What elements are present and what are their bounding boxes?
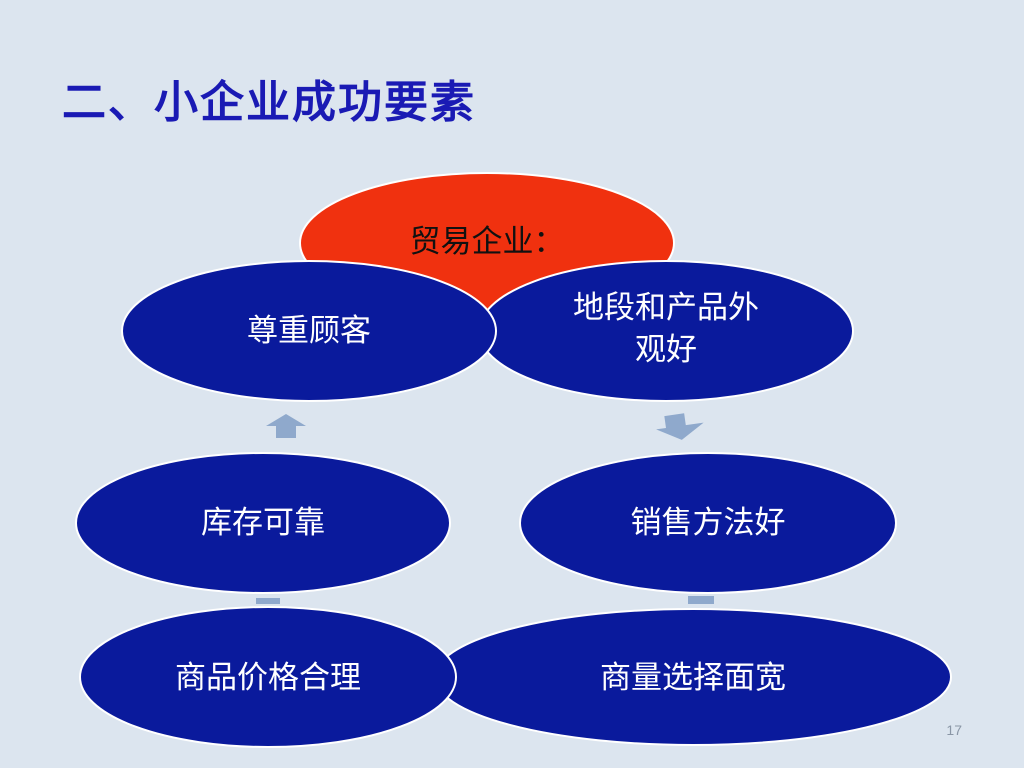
slide-title: 二、小企业成功要素 bbox=[62, 77, 476, 128]
node-price-label: 商品价格合理 bbox=[175, 660, 361, 696]
arrow-price-to-inventory bbox=[256, 598, 280, 604]
node-location-label-line1: 地段和产品外 bbox=[573, 290, 759, 326]
node-location: 地段和产品外 观好 bbox=[478, 260, 854, 402]
node-location-label-line2: 观好 bbox=[635, 332, 697, 368]
node-respect-label: 尊重顾客 bbox=[247, 313, 371, 349]
node-respect: 尊重顾客 bbox=[121, 260, 497, 402]
arrow-inventory-to-respect bbox=[266, 414, 306, 438]
node-inventory: 库存可靠 bbox=[75, 452, 451, 594]
node-variety: 商量选择面宽 bbox=[434, 608, 952, 746]
center-node-label: 贸易企业： bbox=[410, 224, 565, 260]
arrow-sales-to-variety bbox=[688, 596, 714, 604]
node-sales: 销售方法好 bbox=[519, 452, 897, 594]
page-number: 17 bbox=[946, 722, 962, 738]
node-variety-label: 商量选择面宽 bbox=[600, 660, 786, 696]
node-inventory-label: 库存可靠 bbox=[201, 505, 325, 541]
arrow-location-to-sales bbox=[656, 413, 704, 440]
node-sales-label: 销售方法好 bbox=[631, 505, 786, 541]
node-price: 商品价格合理 bbox=[79, 606, 457, 748]
